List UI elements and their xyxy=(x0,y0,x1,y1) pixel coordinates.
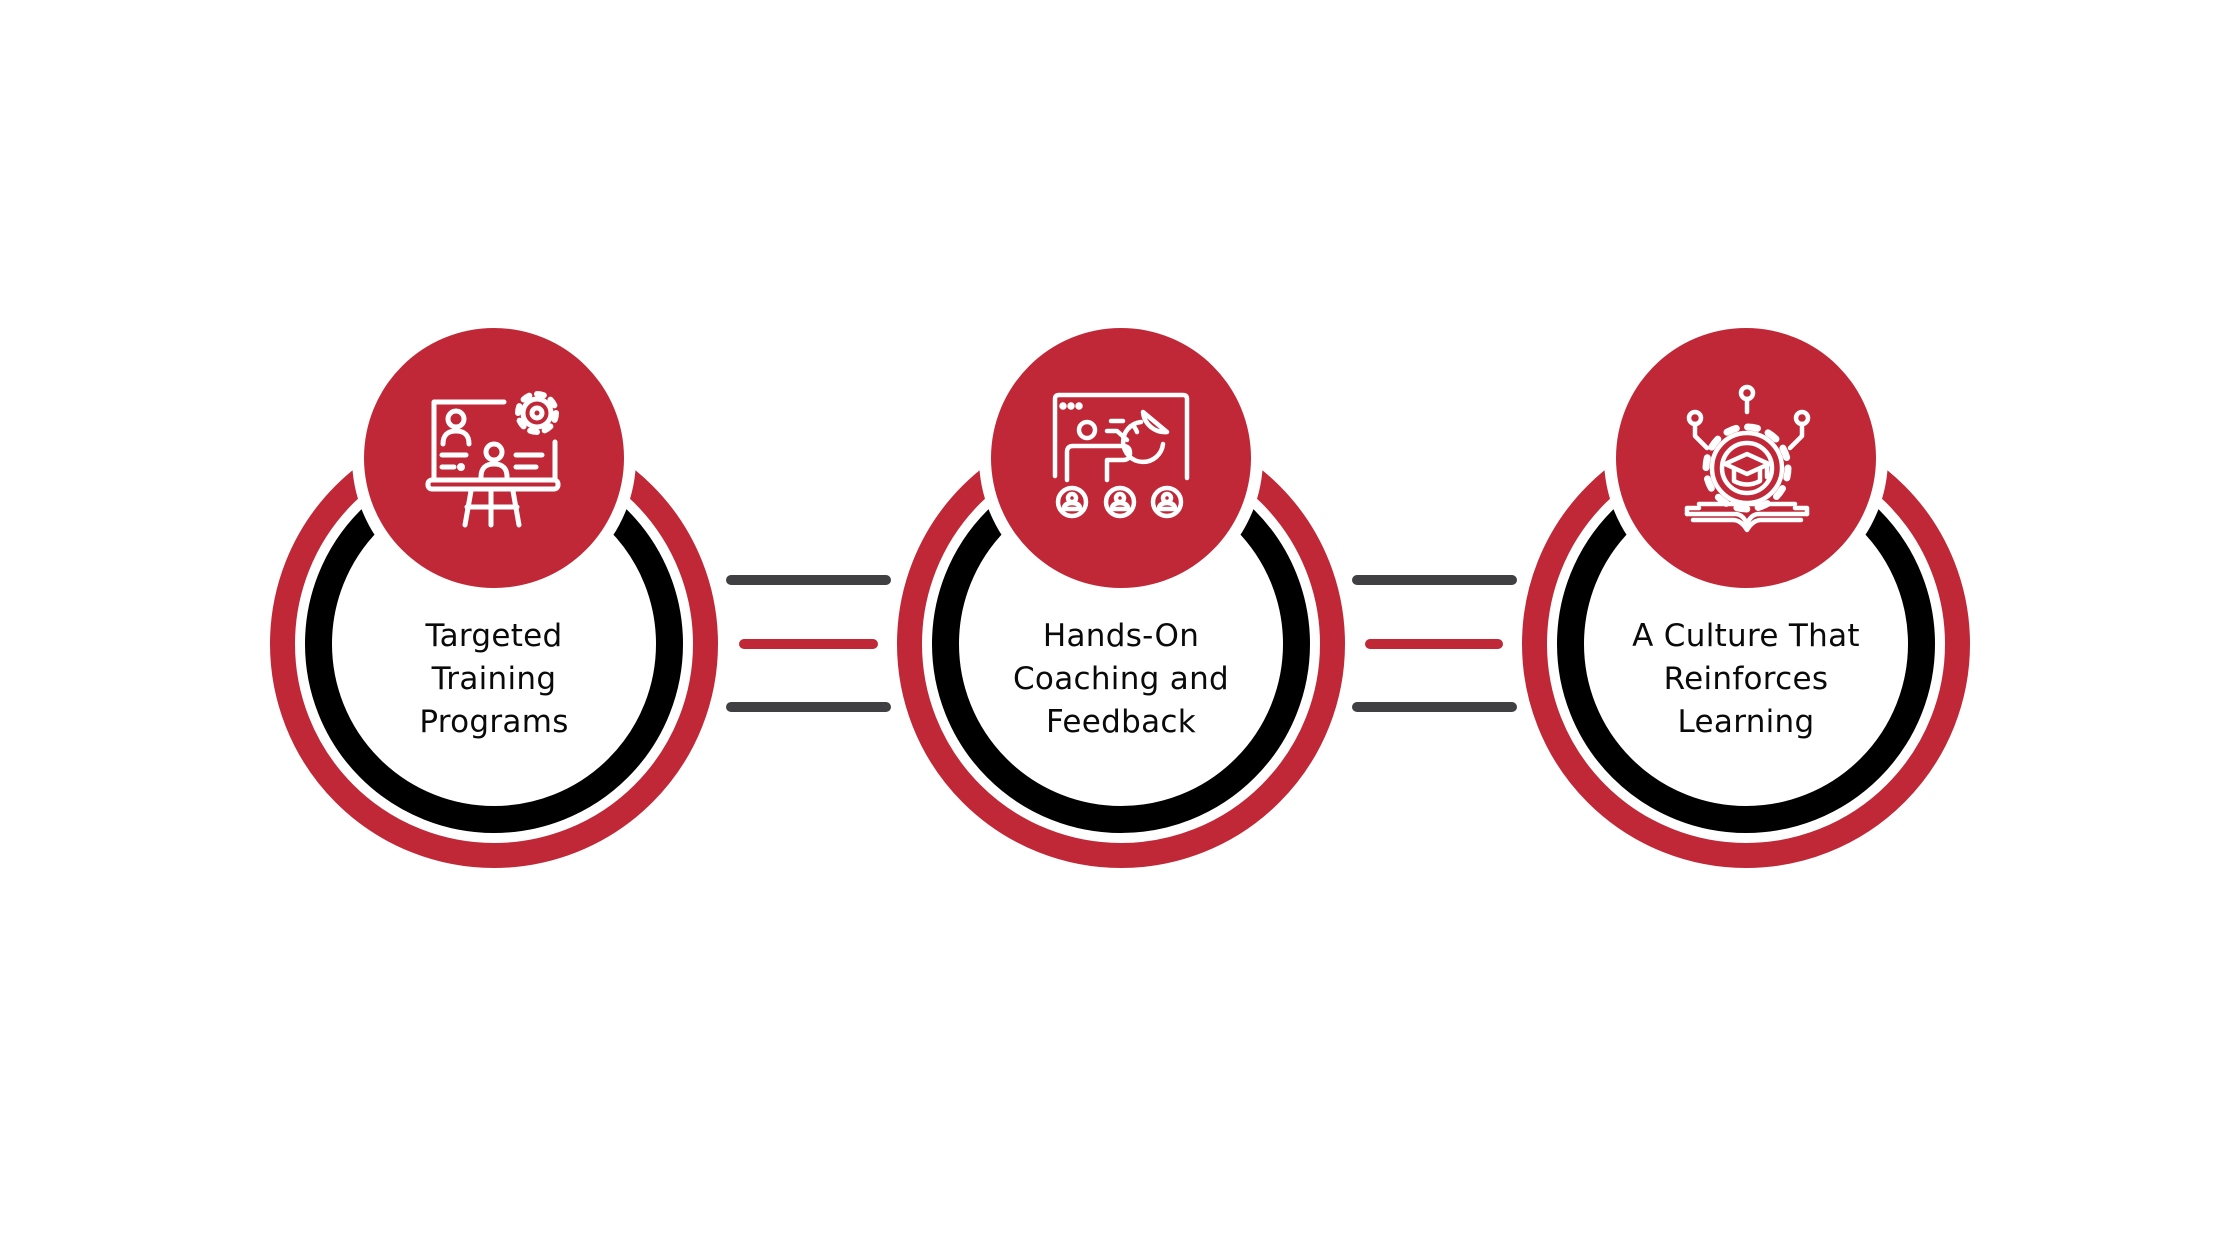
step-3-label-line-1: A Culture That xyxy=(1632,618,1860,654)
step-2-label: Hands-On Coaching and Feedback xyxy=(971,615,1271,744)
icon-badge xyxy=(1616,328,1876,588)
step-1-label-line-2: Training xyxy=(431,661,557,697)
step-3-label-line-3: Learning xyxy=(1677,704,1815,740)
connector-2-3 xyxy=(1352,575,1517,712)
connector-1-2 xyxy=(726,575,891,712)
step-2-label-line-2: Coaching and xyxy=(1012,661,1229,697)
step-1-label: Targeted Training Programs xyxy=(344,615,644,744)
coaching-presenter-audience-icon xyxy=(1051,388,1201,538)
presentation-board-gear-icon xyxy=(424,388,574,538)
step-3-rings xyxy=(1522,316,1970,868)
step-3-label: A Culture That Reinforces Learning xyxy=(1596,615,1896,744)
step-1-label-line-1: Targeted xyxy=(425,618,563,654)
step-2-label-line-3: Feedback xyxy=(1045,704,1197,740)
step-2-label-line-1: Hands-On xyxy=(1042,618,1200,654)
step-3-label-line-2: Reinforces xyxy=(1663,661,1829,697)
step-1-label-line-3: Programs xyxy=(419,704,569,740)
gear-graduation-cap-book-icon xyxy=(1677,384,1827,534)
